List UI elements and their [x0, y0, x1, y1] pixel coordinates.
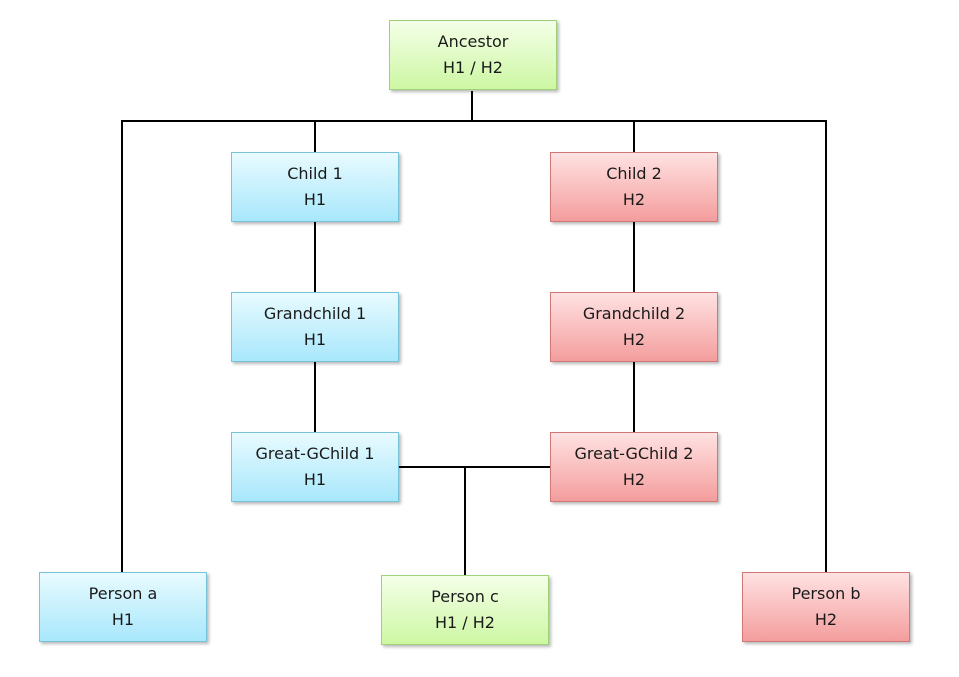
node-name: Person b — [791, 584, 861, 603]
node-haplotype: H2 — [622, 330, 646, 349]
node-haplotype: H1 — [303, 330, 327, 349]
node-name: Grandchild 2 — [582, 304, 686, 323]
node-grandchild-2: Grandchild 2 H2 — [550, 292, 718, 362]
node-name: Person a — [88, 584, 158, 603]
node-great-gchild-2: Great-GChild 2 H2 — [550, 432, 718, 502]
node-name: Child 1 — [287, 164, 343, 183]
node-person-b: Person b H2 — [742, 572, 910, 642]
node-grandchild-1: Grandchild 1 H1 — [231, 292, 399, 362]
node-name: Ancestor — [437, 32, 509, 51]
node-name: Grandchild 1 — [263, 304, 367, 323]
node-haplotype: H1 — [303, 190, 327, 209]
node-person-a: Person a H1 — [39, 572, 207, 642]
node-person-c: Person c H1 / H2 — [381, 575, 549, 645]
node-haplotype: H2 — [622, 470, 646, 489]
node-child-1: Child 1 H1 — [231, 152, 399, 222]
node-haplotype: H2 — [814, 610, 838, 629]
node-haplotype: H1 — [111, 610, 135, 629]
node-haplotype: H1 / H2 — [435, 613, 495, 632]
node-haplotype: H1 — [303, 470, 327, 489]
node-name: Great-GChild 1 — [255, 444, 375, 463]
node-child-2: Child 2 H2 — [550, 152, 718, 222]
node-name: Great-GChild 2 — [574, 444, 694, 463]
node-ancestor: Ancestor H1 / H2 — [389, 20, 557, 90]
node-haplotype: H2 — [622, 190, 646, 209]
node-name: Person c — [431, 587, 499, 606]
node-name: Child 2 — [606, 164, 662, 183]
node-great-gchild-1: Great-GChild 1 H1 — [231, 432, 399, 502]
node-haplotype: H1 / H2 — [443, 58, 503, 77]
